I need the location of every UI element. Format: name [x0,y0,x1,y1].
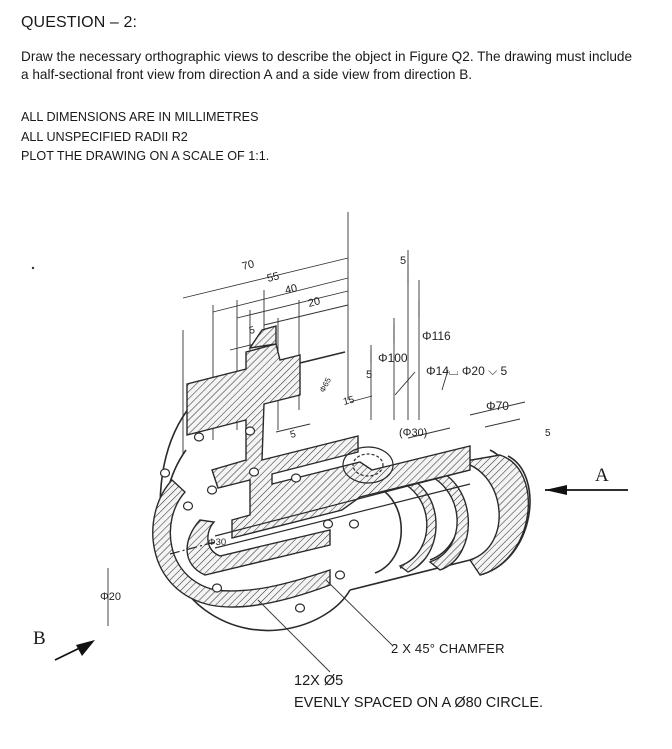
view-label-b: B [33,628,46,649]
dim-5-top: 5 [400,255,406,267]
hole-note-spacing: EVENLY SPACED ON A Ø80 CIRCLE. [294,695,544,711]
bolt-hole [159,468,171,478]
note-radii: ALL UNSPECIFIED RADII R2 [21,129,188,144]
bolt-hole [244,426,256,436]
question-title: QUESTION – 2: [21,14,137,31]
bolt-holes [159,426,360,613]
bolt-hole [290,473,302,483]
shaft-bore [169,446,471,555]
view-label-a: A [595,465,609,486]
dim-70: 70 [241,258,256,273]
dim-20: 20 [307,295,322,310]
dim-5-web: 5 [289,429,297,441]
note-units: ALL DIMENSIONS ARE IN MILLIMETRES [21,110,259,124]
dim-5-small: 5 [366,369,372,381]
dim-5-right: 5 [545,428,551,439]
dim-5-left: 5 [248,325,256,337]
bolt-hole [294,603,306,613]
section-hatch [152,325,471,608]
dim-phi30: Φ30 [208,537,226,548]
bolt-hole [206,485,218,495]
view-arrow-b [54,640,95,661]
bolt-hole [334,570,346,580]
dim-55: 55 [266,270,281,285]
dim-counterbore: Φ14⌴ Φ20 ⌵ 5 [426,364,508,378]
bolt-hole [182,501,194,511]
bolt-hole [193,432,205,442]
bore-rings [392,454,530,576]
dim-15: 15 [342,394,356,407]
stray-dot [31,266,35,270]
bolt-hole [322,519,334,529]
dim-phi20: Φ20 [100,591,121,603]
dim-phi30-ref: (Φ30) [399,427,427,439]
chamfer-note: 2 X 45° CHAMFER [391,641,505,656]
bolt-hole [348,519,360,529]
dim-phi65: Φ65 [318,376,333,394]
bolt-hole [211,583,223,593]
dim-phi70: Φ70 [486,399,509,413]
dim-phi116: Φ116 [422,329,451,343]
note-scale: PLOT THE DRAWING ON A SCALE OF 1:1. [21,149,270,163]
general-notes: ALL DIMENSIONS ARE IN MILLIMETRES ALL UN… [21,108,269,167]
dim-phi100: Φ100 [378,351,408,365]
view-arrow-a [545,485,628,495]
dim-40: 40 [284,282,299,297]
question-instructions: Draw the necessary orthographic views to… [21,49,633,82]
dimension-lines [107,257,526,626]
leader-lines [257,579,393,673]
hole-note-count: 12X Ø5 [294,673,344,689]
bolt-hole [248,467,260,477]
